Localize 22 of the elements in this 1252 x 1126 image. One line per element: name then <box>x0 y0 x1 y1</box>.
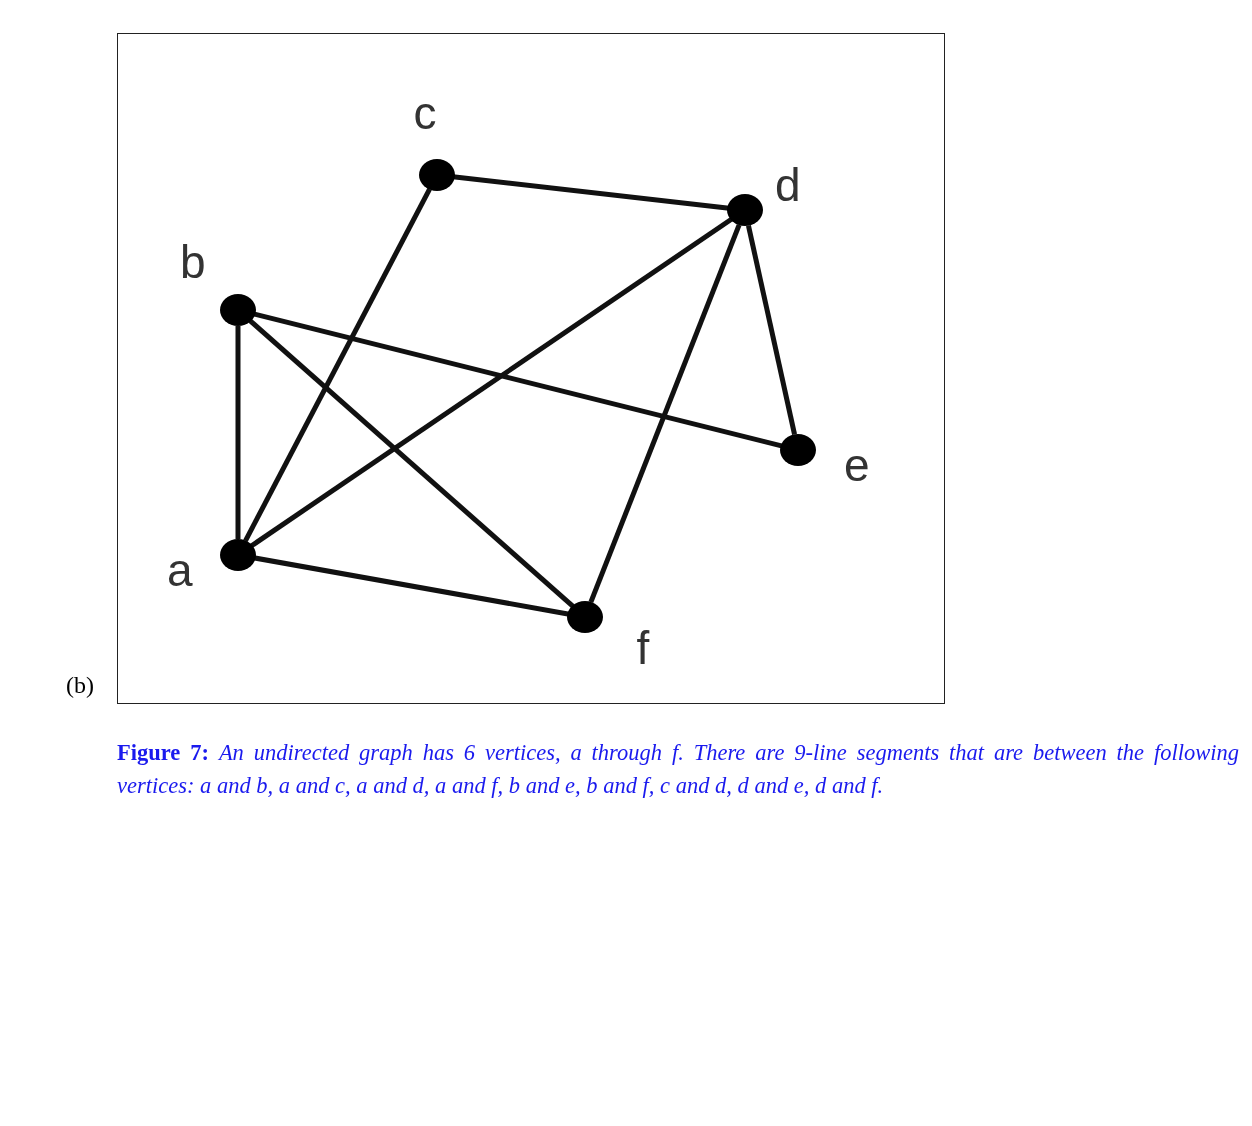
vertex-label: b <box>180 239 206 285</box>
vertex-label: e <box>844 442 870 488</box>
graph-edge <box>235 326 241 539</box>
graph-edge <box>243 188 432 542</box>
vertex-label: f <box>636 625 650 671</box>
graph-edge <box>252 311 784 449</box>
subfigure-label: (b) <box>66 672 94 699</box>
vertex-dot <box>567 601 603 633</box>
graph-edge <box>253 555 570 617</box>
vertex-dot <box>780 434 816 466</box>
vertex-dot <box>727 194 763 226</box>
vertex-label: c <box>413 90 437 136</box>
graph-edge <box>248 318 575 609</box>
vertex-dot <box>220 539 256 571</box>
graph-edge <box>249 216 734 549</box>
vertex-dot <box>419 159 455 191</box>
graph-edge <box>588 223 742 604</box>
figure-caption: Figure 7: An undirected graph has 6 vertices, a through f. There are 9-line segments that are between the following vertices: a and b, a and c, a and d, a and f, b and e, b and f, c and d, d and e, d and f. <box>117 739 1239 800</box>
graph-edge <box>746 225 797 435</box>
vertex-label: a <box>167 547 193 593</box>
vertex-label: d <box>775 162 801 208</box>
vertex-dot <box>220 294 256 326</box>
